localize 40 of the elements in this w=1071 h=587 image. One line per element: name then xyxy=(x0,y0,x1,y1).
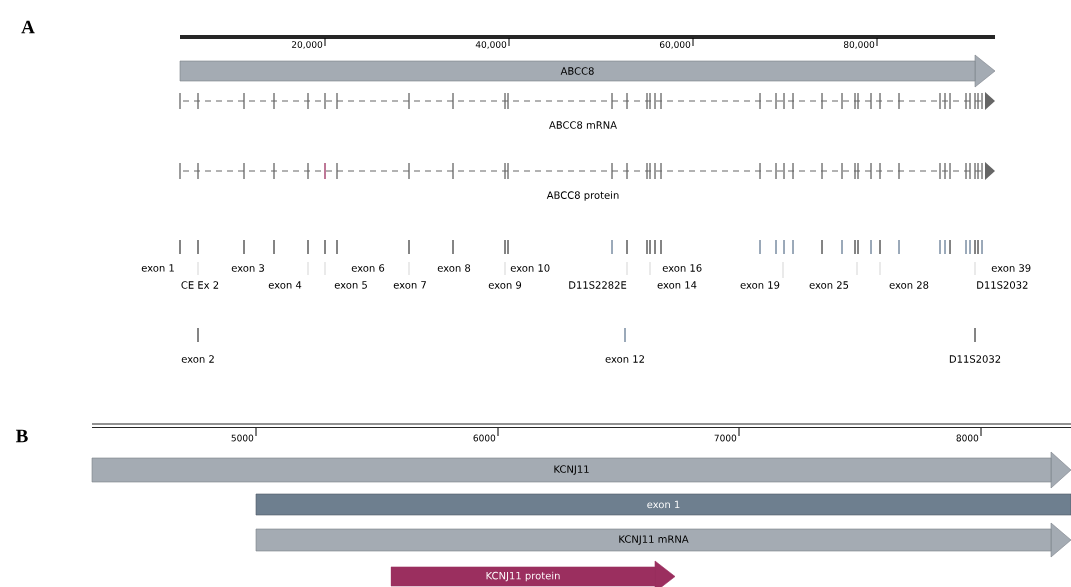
exon-label: exon 1 xyxy=(141,264,174,272)
exon-label: exon 19 xyxy=(740,281,780,289)
exon-label: exon 2 xyxy=(181,355,214,363)
tick-label: 6000 xyxy=(473,434,496,442)
exon-label: exon 9 xyxy=(488,281,522,289)
exon-label: exon 12 xyxy=(605,355,644,363)
tick-label: 40,000 xyxy=(475,41,507,49)
exon-label: exon 14 xyxy=(657,281,697,289)
annotation-bar: KCNJ11 mRNA xyxy=(255,522,1071,558)
exon-label: exon 25 xyxy=(809,281,849,289)
exon-label: exon 8 xyxy=(437,264,471,272)
exon-label: exon 10 xyxy=(510,264,550,272)
marker-label: D11S2282E xyxy=(569,281,627,289)
exon-label: exon 6 xyxy=(351,264,385,272)
annotation-bar: exon 1 xyxy=(255,493,1071,516)
node-label: ABCC8 mRNA xyxy=(549,121,617,129)
tick-label: 5000 xyxy=(231,434,254,442)
tick-label: 8000 xyxy=(956,434,979,442)
panel-letter: A xyxy=(21,20,35,34)
panel-letter: B xyxy=(16,429,28,443)
tick-label: 20,000 xyxy=(291,41,323,49)
marker-label: D11S2032 xyxy=(949,355,1001,363)
exon-label: CE Ex 2 xyxy=(181,281,219,289)
exon-label: exon 3 xyxy=(231,264,264,272)
exon-label: exon 5 xyxy=(334,281,367,289)
tick-label: 80,000 xyxy=(843,41,875,49)
exon-label: exon 7 xyxy=(393,281,426,289)
tick-label: 7000 xyxy=(714,434,737,442)
annotation-bar: KCNJ11 xyxy=(91,451,1071,489)
marker-label: D11S2032 xyxy=(977,281,1028,289)
tick-label: 60,000 xyxy=(659,41,691,49)
transcript-track: ABCC8 mRNA xyxy=(179,92,995,129)
exon-label: exon 28 xyxy=(889,281,929,289)
transcript-track: ABCC8 protein xyxy=(179,162,995,201)
node-label: ABCC8 protein xyxy=(546,191,619,201)
exon-label: exon 16 xyxy=(662,264,702,272)
annotation-bar: KCNJ11 protein xyxy=(390,560,676,587)
annotation-bar: ABCC8 xyxy=(179,54,996,88)
exon-label: exon 39 xyxy=(991,264,1031,272)
exon-label: exon 4 xyxy=(268,281,302,289)
